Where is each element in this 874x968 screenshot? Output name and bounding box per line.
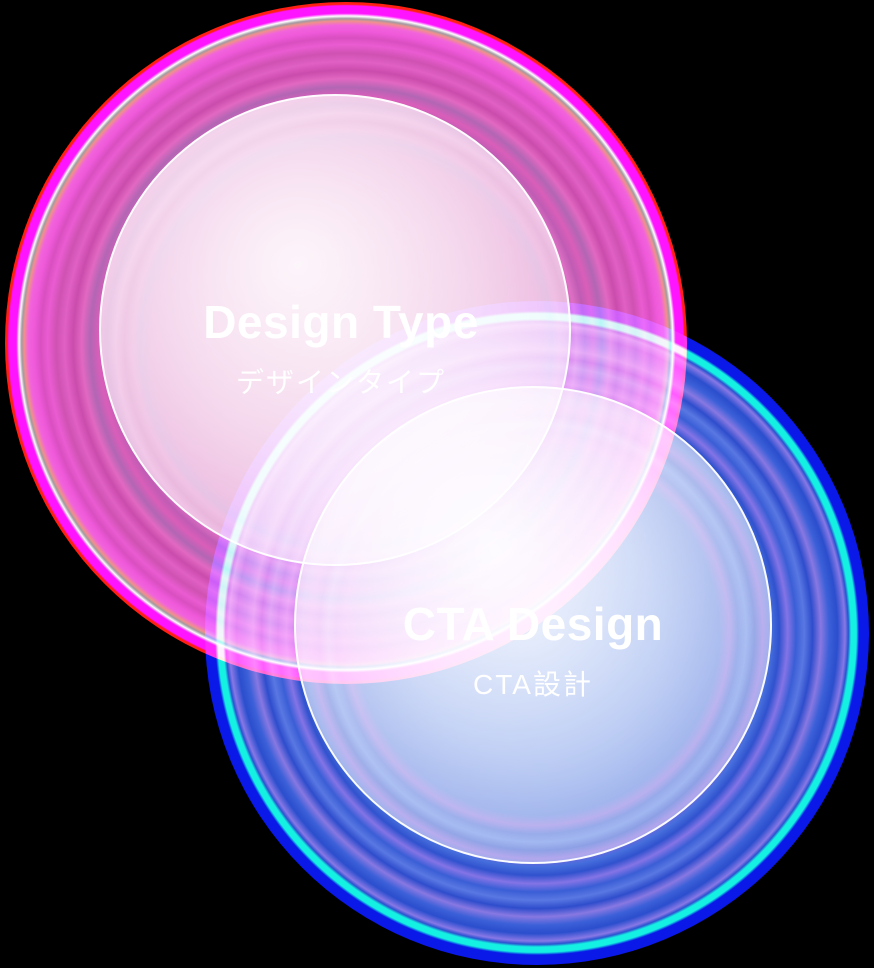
cta-design-inner-circle [294,386,772,864]
design-type-title: Design Type [203,296,479,348]
cta-design-title: CTA Design [402,598,664,650]
design-type-label-group: Design Type デザインタイプ [203,299,479,397]
cta-design-label-group: CTA Design CTA設計 [403,601,664,699]
design-type-subtitle: デザインタイプ [235,367,446,398]
cta-design-subtitle: CTA設計 [473,669,593,700]
